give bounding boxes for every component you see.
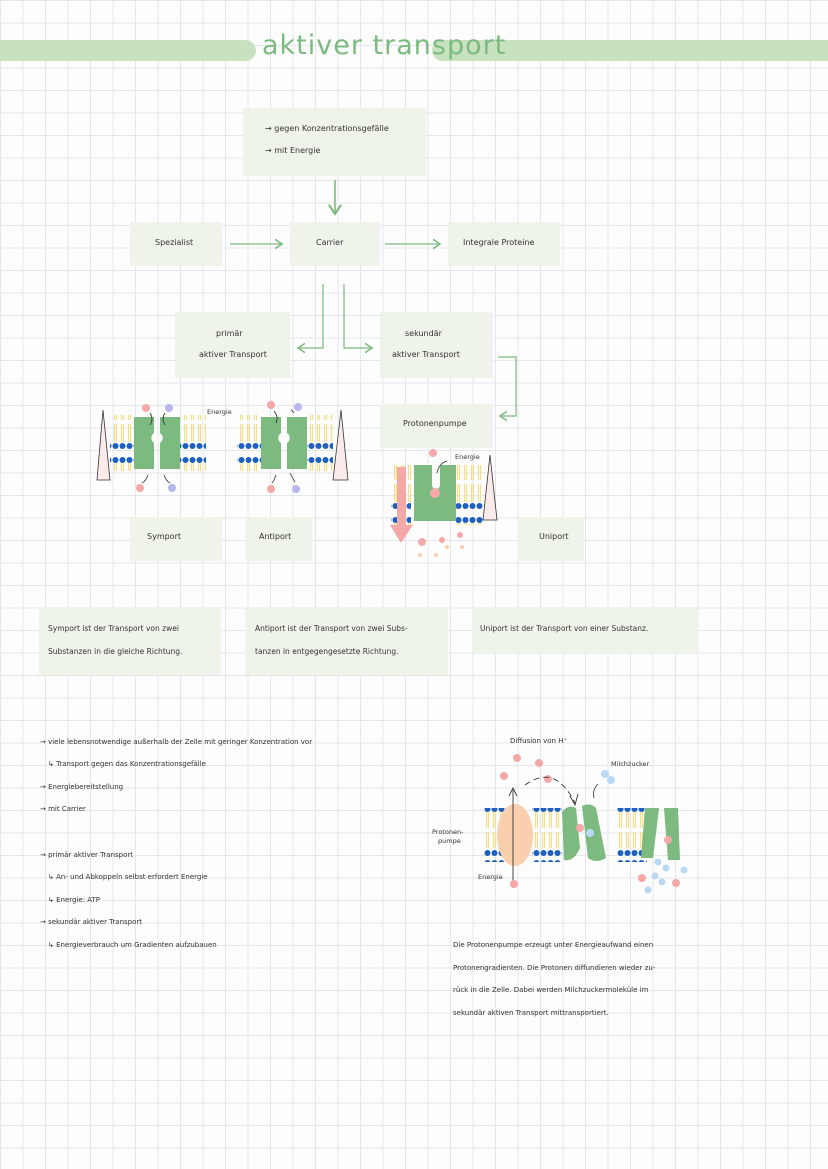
title-bar-right	[432, 40, 828, 61]
carrier-label: Carrier	[316, 238, 344, 247]
lactose-symporter	[562, 804, 606, 861]
top-box-line2: → mit Energie	[265, 146, 321, 155]
energie-label-3: Energie	[478, 873, 503, 881]
uniport-definition-box	[472, 607, 699, 653]
proton-pump-ellipse	[497, 804, 533, 866]
antiport-definition-box	[245, 607, 448, 675]
explanation-line-3: rück in die Zelle. Dabei werden Milchzuc…	[453, 986, 649, 994]
protonenpumpe-label-2: pumpe	[438, 837, 461, 845]
proton-pump-lactose-diagram	[484, 754, 688, 894]
antiport-label: Antiport	[259, 532, 292, 541]
note-9: ↳ Energieverbrauch um Gradienten aufzuba…	[48, 941, 217, 949]
note-4: → mit Carrier	[40, 805, 86, 813]
secondary-box	[380, 312, 493, 378]
antiport-box	[245, 517, 312, 561]
symport-label: Symport	[147, 532, 182, 541]
note-7: ↳ Energie: ATP	[48, 896, 101, 904]
carrier-protein-symport	[134, 417, 180, 469]
secondary-line2: aktiver Transport	[392, 350, 460, 359]
primary-line2: aktiver Transport	[199, 350, 267, 359]
integrale-box	[448, 222, 560, 266]
protonenpumpe-box	[380, 404, 493, 448]
note-5: → primär aktiver Transport	[40, 851, 133, 859]
symport-box	[130, 517, 222, 561]
note-3: → Energiebereitstellung	[40, 783, 124, 791]
uniport-box	[517, 517, 584, 561]
milchzucker-label: Milchzucker	[611, 760, 650, 768]
explanation-line-2: Protonengradienten. Die Protonen diffund…	[453, 964, 656, 972]
secondary-line1: sekundär	[405, 329, 442, 338]
note-2: ↳ Transport gegen das Konzentrationsgefä…	[48, 760, 206, 768]
note-8: → sekundär aktiver Transport	[40, 918, 143, 926]
note-6: ↳ An- und Abkoppeln selbst erfordert Ene…	[48, 873, 208, 881]
integrale-label: Integrale Proteine	[463, 238, 535, 247]
uniport-def-line1: Uniport ist der Transport von einer Subs…	[480, 624, 649, 633]
flow-arrows	[230, 180, 517, 460]
explanation-line-4: sekundär aktiven Transport mittransporti…	[453, 1009, 609, 1017]
spezialist-label: Spezialist	[155, 238, 194, 247]
antiport-def-line1: Antiport ist der Transport von zwei Subs…	[255, 624, 408, 633]
spezialist-box	[130, 222, 222, 266]
symport-def-line2: Substanzen in die gleiche Richtung.	[48, 647, 183, 656]
symport-def-line1: Symport ist der Transport von zwei	[48, 624, 179, 633]
primary-line1: primär	[216, 329, 243, 338]
explanation-line-1: Die Protonenpumpe erzeugt unter Energiea…	[453, 941, 654, 949]
top-box-line1: → gegen Konzentrationsgefälle	[265, 124, 389, 133]
top-box	[243, 108, 426, 176]
page-title: aktiver transport	[262, 30, 507, 61]
antiport-def-line2: tanzen in entgegengesetzte Richtung.	[255, 647, 399, 656]
note-1: → viele lebensnotwendige außerhalb der Z…	[40, 738, 313, 746]
title-bar-left	[0, 40, 256, 61]
symport-definition-box	[39, 607, 221, 675]
uniporter-protein	[641, 808, 680, 860]
membrane-diagrams	[96, 401, 498, 557]
carrier-box	[290, 222, 380, 266]
gradient-triangle-1	[96, 409, 111, 481]
carrier-protein-antiport	[261, 417, 307, 469]
diffusion-label: Diffusion von H⁺	[510, 737, 568, 745]
gradient-triangle-3	[482, 454, 498, 521]
energie-label-1: Energie	[207, 408, 232, 416]
gradient-triangle-2	[332, 409, 349, 481]
primary-box	[175, 312, 290, 378]
energie-label-2: Energie	[455, 453, 480, 461]
uniport-label: Uniport	[539, 532, 569, 541]
protonenpumpe-label-1: Protonen-	[432, 828, 464, 836]
protonenpumpe-label: Protonenpumpe	[403, 419, 467, 428]
